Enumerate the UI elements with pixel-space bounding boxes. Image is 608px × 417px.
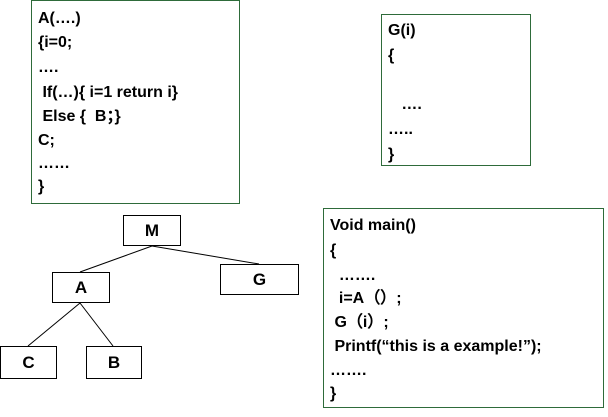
function-a-line: A(….)	[38, 10, 81, 27]
main-function-line: …….	[330, 362, 367, 379]
function-a-code-box: A(….) {i=0; …. If(…){ i=1 return i} Else…	[31, 0, 240, 204]
main-function-line: {	[330, 242, 337, 259]
edge-m-a	[79, 245, 153, 273]
function-g-line: }	[388, 146, 395, 163]
tree-node-c: C	[0, 346, 57, 379]
function-a-line: If(…){ i=1 return i}	[38, 84, 179, 101]
function-a-line: ……	[38, 155, 70, 172]
edge-a-c	[27, 302, 81, 347]
function-g-code-box: G(i) { …. ….. }	[381, 14, 531, 166]
function-g-line: ….	[388, 96, 422, 113]
function-a-line: Else { B；}	[38, 108, 121, 125]
function-g-line: G(i)	[388, 22, 416, 39]
main-function-line: Printf(“this is a example!”);	[330, 338, 542, 355]
function-g-line: {	[388, 47, 395, 64]
tree-node-m: M	[123, 215, 181, 246]
main-function-code-box: Void main() { ……. i=A（）; G（i）; Printf(“t…	[323, 208, 604, 408]
main-function-line: …….	[330, 267, 376, 284]
function-g-line: …..	[388, 121, 413, 138]
main-function-line: }	[330, 385, 337, 402]
tree-node-a: A	[52, 272, 110, 303]
main-function-line: Void main()	[330, 217, 416, 234]
edge-a-b	[79, 302, 114, 347]
function-a-line: ….	[38, 59, 59, 76]
function-a-line: }	[38, 178, 45, 195]
main-function-line: i=A（）;	[330, 290, 402, 307]
function-a-line: {i=0;	[38, 34, 73, 51]
main-function-line: G（i）;	[330, 314, 389, 331]
tree-node-g: G	[220, 264, 299, 295]
tree-node-b: B	[86, 346, 142, 379]
function-a-line: C;	[38, 132, 55, 149]
edge-m-g	[151, 245, 260, 265]
